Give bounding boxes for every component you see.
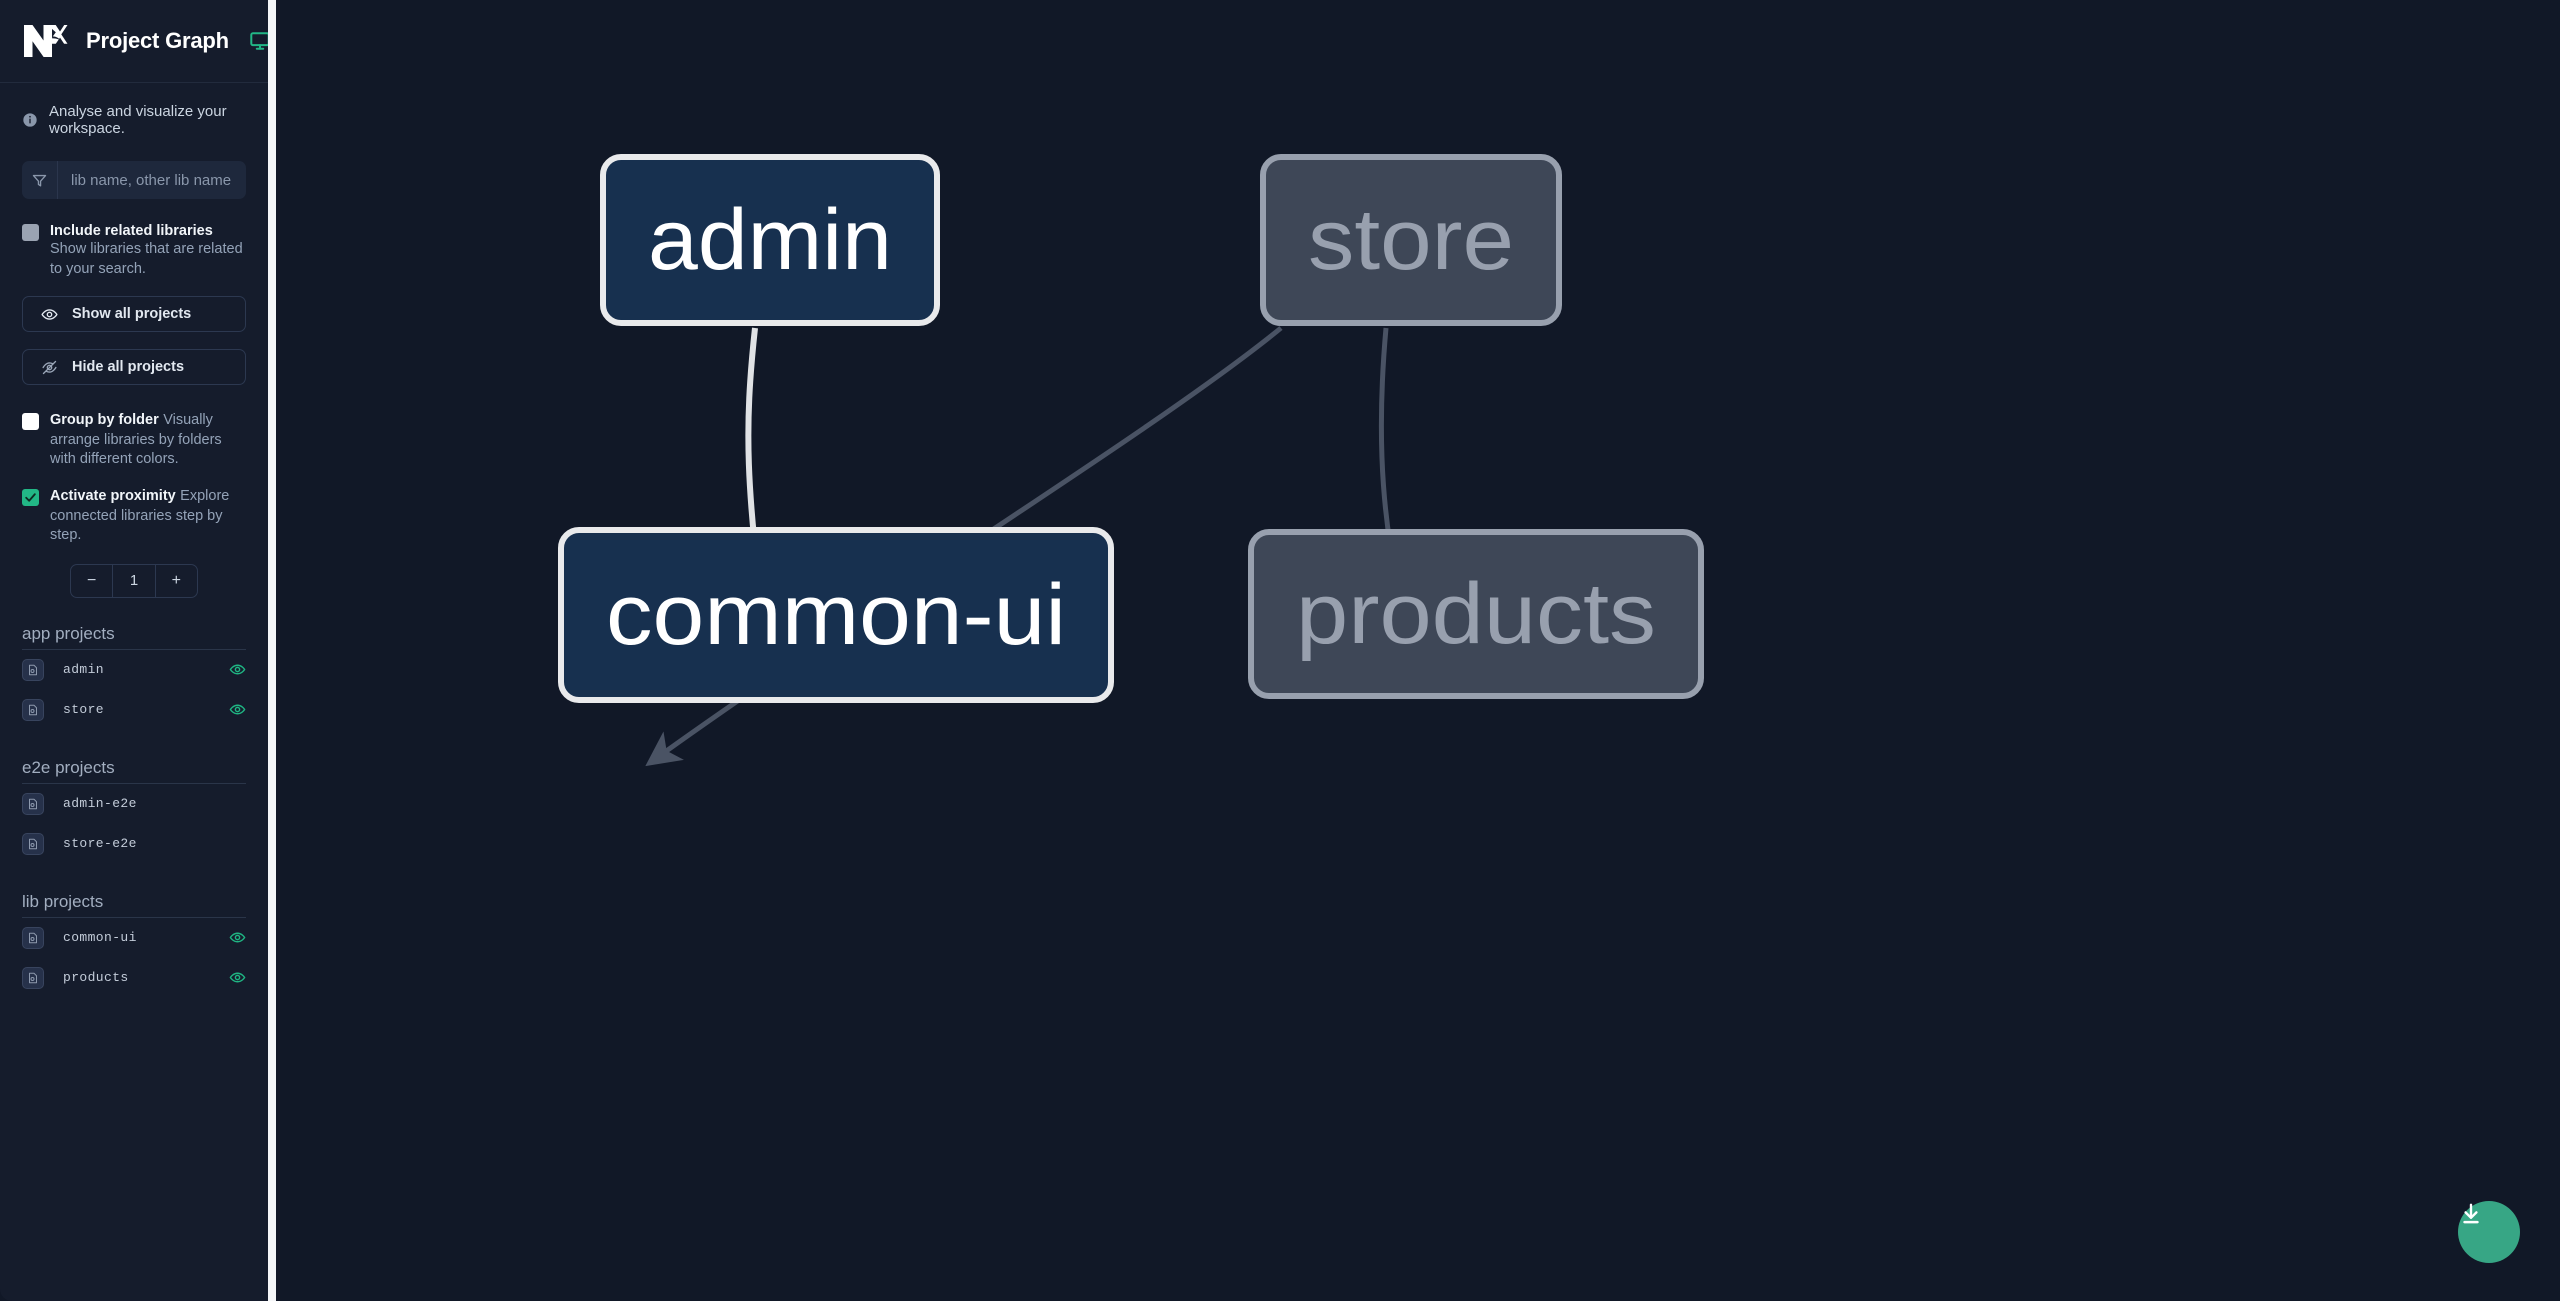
project-visibility-eye-icon[interactable] bbox=[229, 929, 246, 946]
project-visibility-eye-icon[interactable] bbox=[229, 701, 246, 718]
project-visibility-eye-icon[interactable] bbox=[229, 969, 246, 986]
search-box[interactable] bbox=[22, 161, 246, 199]
group-title: lib projects bbox=[22, 891, 104, 911]
hide-all-projects-button[interactable]: Hide all projects bbox=[22, 349, 246, 386]
project-name: products bbox=[63, 970, 129, 986]
project-row-common-ui[interactable]: common-ui bbox=[22, 918, 246, 958]
graph-node-box bbox=[1260, 154, 1562, 326]
group-by-folder-description: Visually arrange libraries by folders wi… bbox=[50, 412, 222, 468]
show-all-projects-label: Show all projects bbox=[72, 306, 192, 323]
project-file-icon bbox=[22, 832, 44, 855]
option-group-by-folder[interactable]: Group by folder Visually arrange librari… bbox=[0, 411, 268, 470]
sidebar-resize-handle[interactable] bbox=[268, 0, 276, 1301]
group-divider bbox=[22, 916, 246, 918]
graph-nodes: admin store common-ui products bbox=[558, 154, 1704, 703]
eye-off-icon bbox=[42, 360, 57, 374]
option-activate-proximity[interactable]: Activate proximity Explore connected lib… bbox=[0, 487, 268, 546]
group-by-folder-checkbox[interactable] bbox=[22, 413, 39, 431]
project-name: common-ui bbox=[63, 930, 137, 946]
project-row-admin-e2e[interactable]: admin-e2e bbox=[22, 784, 246, 824]
graph-svg: admin store common-ui products bbox=[558, 154, 1704, 767]
graph-node-common-ui[interactable]: common-ui bbox=[558, 527, 1114, 703]
group-by-folder-label: Group by folder bbox=[50, 412, 159, 429]
graph-node-box bbox=[1248, 529, 1704, 699]
project-file-icon bbox=[22, 792, 44, 815]
graph-node-box bbox=[600, 154, 940, 326]
group-title: app projects bbox=[22, 623, 115, 643]
hide-all-projects-label: Hide all projects bbox=[72, 359, 185, 376]
nx-logo-icon bbox=[22, 21, 68, 61]
tagline: Analyse and visualize your workspace. bbox=[0, 83, 268, 137]
proximity-value: 1 bbox=[112, 564, 156, 597]
activate-proximity-label: Activate proximity bbox=[50, 487, 176, 504]
project-row-store[interactable]: store bbox=[22, 690, 246, 730]
project-name: admin bbox=[63, 662, 105, 678]
activate-proximity-checkbox[interactable] bbox=[22, 488, 39, 506]
group-divider bbox=[22, 648, 246, 650]
project-name: store-e2e bbox=[63, 836, 137, 852]
project-row-store-e2e[interactable]: store-e2e bbox=[22, 824, 246, 864]
graph-node-label: admin bbox=[648, 192, 892, 288]
proximity-stepper[interactable]: − 1 + bbox=[70, 563, 198, 598]
project-file-icon bbox=[22, 966, 44, 989]
show-all-projects-button[interactable]: Show all projects bbox=[22, 296, 246, 333]
download-icon bbox=[2463, 1203, 2479, 1224]
eye-icon bbox=[41, 308, 58, 320]
project-file-icon bbox=[22, 658, 44, 681]
option-include-related[interactable]: Include related libraries Show libraries… bbox=[0, 222, 268, 279]
project-row-products[interactable]: products bbox=[22, 958, 246, 998]
check-icon bbox=[25, 493, 36, 502]
sidebar: Project Graph Analyse and visualize your… bbox=[0, 0, 268, 1301]
group-title: e2e projects bbox=[22, 757, 115, 777]
sidebar-header: Project Graph bbox=[0, 0, 268, 83]
download-graph-button[interactable] bbox=[2458, 1201, 2520, 1263]
include-related-checkbox[interactable] bbox=[22, 224, 39, 241]
search-input[interactable] bbox=[58, 161, 246, 199]
page-title: Project Graph bbox=[86, 28, 229, 53]
include-related-label: Include related libraries bbox=[50, 223, 213, 239]
proximity-decrement-button[interactable]: − bbox=[86, 571, 97, 589]
graph-canvas[interactable]: admin store common-ui products bbox=[276, 0, 2560, 1301]
project-row-admin[interactable]: admin bbox=[22, 650, 246, 690]
graph-node-label: store bbox=[1308, 192, 1514, 288]
group-e2e-projects: e2e projects admin-e2e bbox=[0, 758, 268, 864]
activate-proximity-description: Explore connected libraries step by step… bbox=[50, 487, 230, 544]
filter-icon bbox=[22, 161, 58, 199]
graph-node-box bbox=[558, 527, 1114, 703]
group-lib-projects: lib projects common-ui bbox=[0, 892, 268, 998]
graph-node-products[interactable]: products bbox=[1248, 529, 1704, 699]
project-visibility-eye-icon[interactable] bbox=[229, 661, 246, 678]
tagline-text: Analyse and visualize your workspace. bbox=[49, 103, 227, 137]
graph-node-admin[interactable]: admin bbox=[600, 154, 940, 326]
info-icon bbox=[22, 112, 38, 128]
graph-node-store[interactable]: store bbox=[1260, 154, 1562, 326]
include-related-description: Show libraries that are related to your … bbox=[50, 241, 243, 277]
graph-node-label: common-ui bbox=[606, 567, 1066, 663]
project-name: admin-e2e bbox=[63, 796, 137, 812]
project-file-icon bbox=[22, 698, 44, 721]
group-divider bbox=[22, 782, 246, 784]
project-name: store bbox=[63, 702, 105, 718]
group-app-projects: app projects admin bbox=[0, 624, 268, 730]
proximity-increment-button[interactable]: + bbox=[171, 571, 181, 589]
project-file-icon bbox=[22, 926, 44, 949]
graph-node-label: products bbox=[1296, 566, 1656, 662]
monitor-icon[interactable] bbox=[249, 30, 268, 52]
